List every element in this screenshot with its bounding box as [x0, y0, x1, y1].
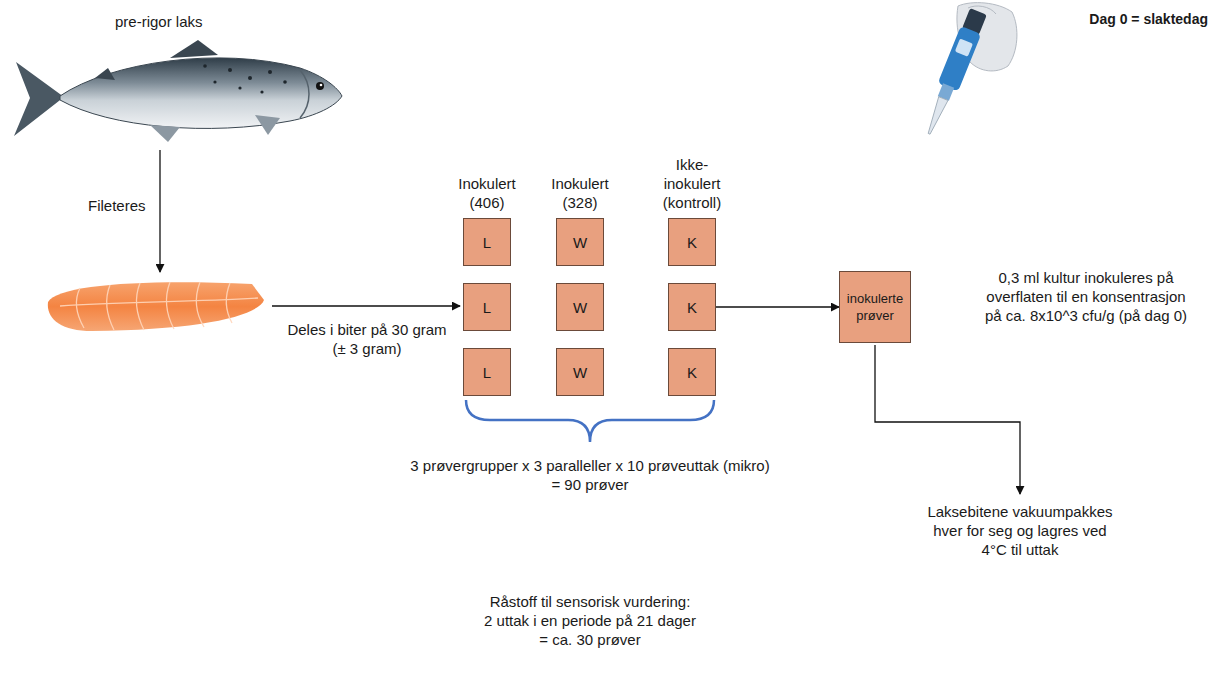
flow-arrow: [716, 306, 839, 307]
grouping-brace: [466, 400, 714, 442]
sample-box: L: [463, 348, 511, 396]
text-label: 3 prøvergrupper x 3 paralleller x 10 prø…: [410, 456, 769, 494]
box-text: K: [687, 234, 697, 251]
text-label: Inokulert (406): [458, 174, 516, 212]
fillet-illustration: [48, 282, 264, 331]
sample-box: K: [668, 283, 716, 331]
sample-box: L: [463, 283, 511, 331]
flow-arrow: [159, 150, 160, 272]
sample-box: W: [556, 348, 604, 396]
text-label: Deles i biter på 30 gram (± 3 gram): [287, 320, 446, 358]
box-text: W: [573, 299, 587, 316]
box-text: L: [483, 364, 491, 381]
box-text: inokulerte prøver: [847, 290, 903, 324]
sample-box: W: [556, 218, 604, 266]
flow-arrow: [875, 345, 1020, 494]
box-text: K: [687, 299, 697, 316]
salmon-illustration: [14, 40, 342, 142]
text-label: Inokulert (328): [551, 174, 609, 212]
box-text: K: [687, 364, 697, 381]
pipette-illustration: [919, 3, 1017, 138]
process-box: inokulerte prøver: [839, 271, 911, 343]
text-label: Dag 0 = slaktedag: [1089, 10, 1208, 29]
text-label: Fileteres: [88, 196, 146, 215]
box-text: W: [573, 364, 587, 381]
box-text: W: [573, 234, 587, 251]
sample-box: K: [668, 218, 716, 266]
box-text: L: [483, 299, 491, 316]
sample-box: L: [463, 218, 511, 266]
sample-box: K: [668, 348, 716, 396]
text-label: pre-rigor laks: [115, 12, 203, 31]
text-label: Laksebitene vakuumpakkes hver for seg og…: [927, 502, 1112, 559]
text-label: Råstoff til sensorisk vurdering: 2 uttak…: [484, 592, 696, 649]
sample-box: W: [556, 283, 604, 331]
box-text: L: [483, 234, 491, 251]
text-label: 0,3 ml kultur inokuleres på overflaten t…: [985, 268, 1187, 325]
flow-arrow: [272, 305, 460, 306]
text-label: Ikke-inokulert (kontroll): [663, 155, 721, 212]
